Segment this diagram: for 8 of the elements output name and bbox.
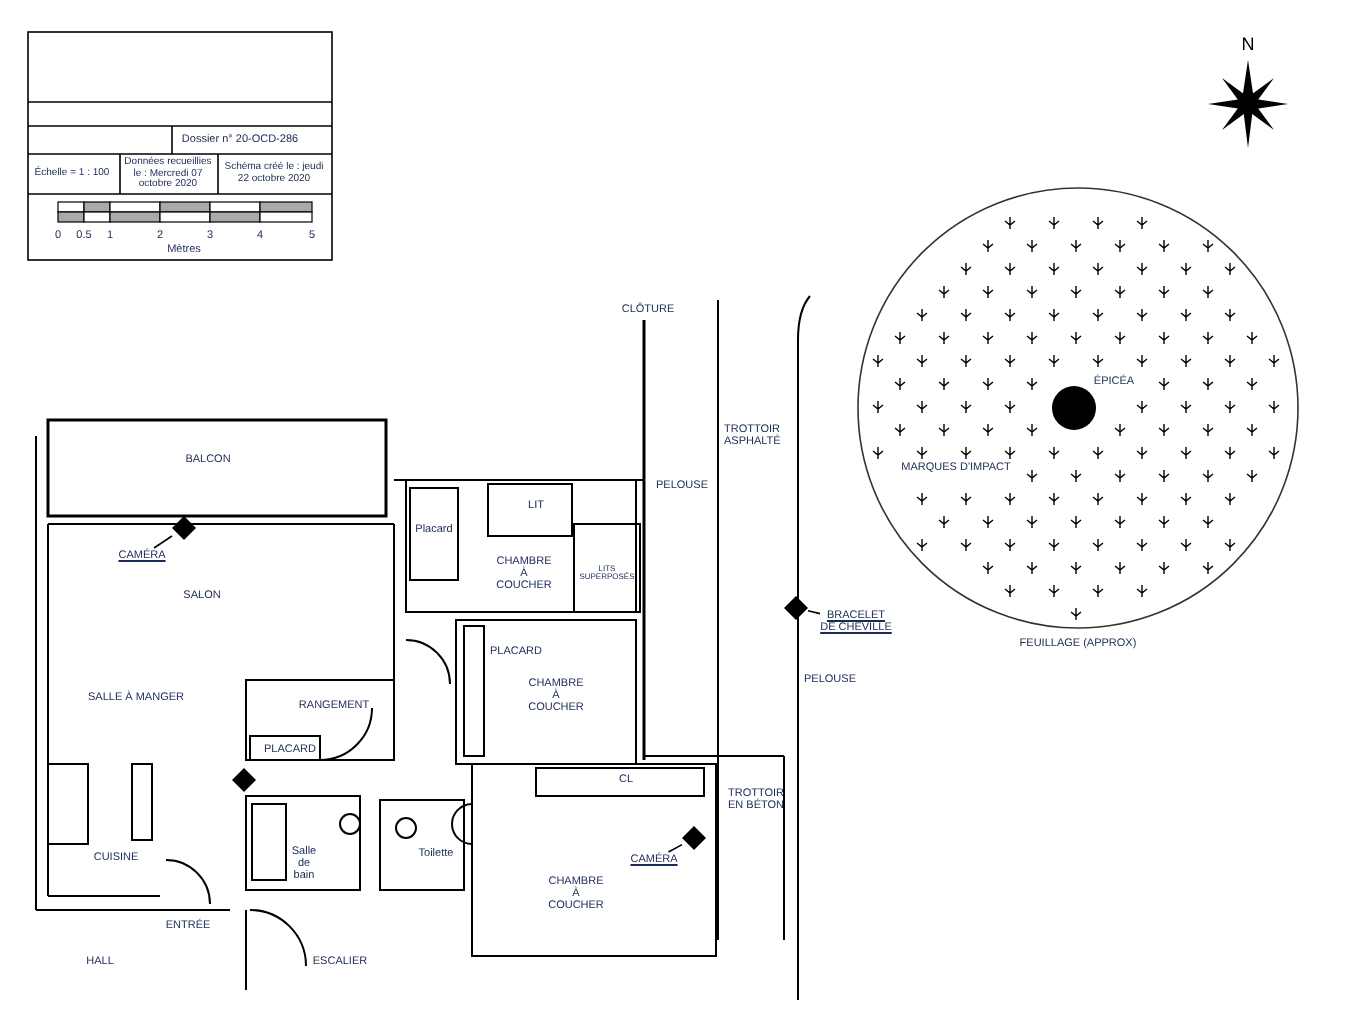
leader-line: [153, 535, 173, 549]
leader-line: [807, 610, 821, 615]
north-label: N: [1241, 36, 1255, 56]
diamond-marker: [232, 768, 256, 792]
diamond-marker: [784, 596, 808, 620]
diamond-marker: [682, 826, 706, 850]
diamond-marker: [172, 516, 196, 540]
leader-line: [667, 843, 683, 853]
